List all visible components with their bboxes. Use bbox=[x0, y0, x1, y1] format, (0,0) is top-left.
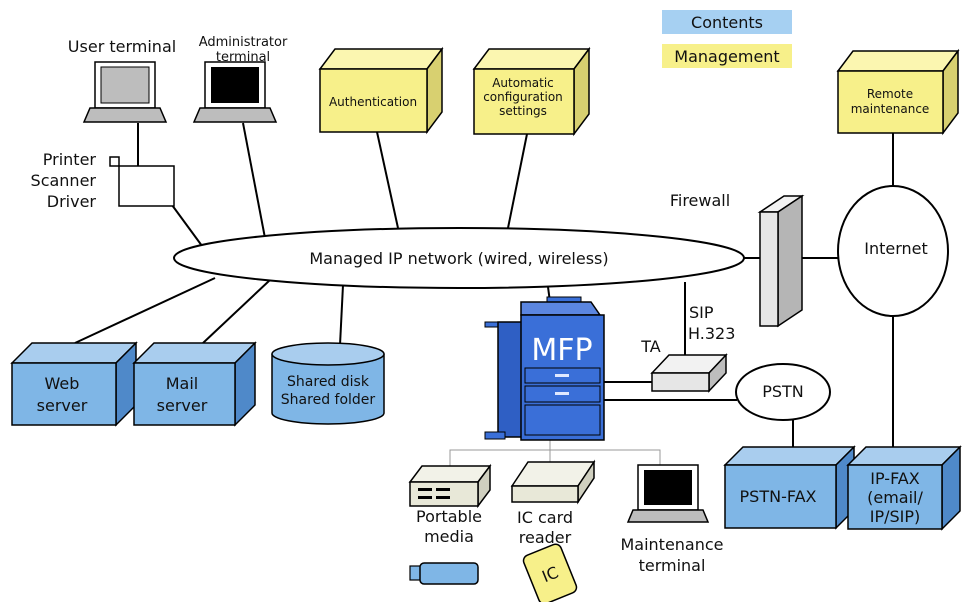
legend-management-label: Management bbox=[674, 47, 779, 66]
driver-label-line3: Driver bbox=[47, 192, 97, 211]
legend: Contents Management bbox=[662, 10, 792, 68]
ta-device bbox=[650, 353, 728, 393]
ip-fax-label-line3: IP/SIP) bbox=[870, 507, 921, 526]
internet-label: Internet bbox=[864, 239, 928, 258]
connection-lines bbox=[74, 122, 894, 448]
ic-card-reader bbox=[510, 459, 596, 505]
authentication-box bbox=[318, 46, 444, 135]
maintenance-terminal-icon bbox=[626, 464, 710, 523]
firewall-icon bbox=[757, 194, 805, 328]
maintenance-terminal-label-line2: terminal bbox=[639, 556, 706, 575]
web-server-box bbox=[10, 341, 138, 427]
mfp-label: MFP bbox=[531, 333, 592, 368]
driver-label-line1: Printer bbox=[43, 150, 97, 169]
ic-card-icon: IC bbox=[522, 543, 578, 605]
autoconfig-box bbox=[472, 46, 591, 137]
mfp-device bbox=[484, 296, 605, 441]
network-label: Managed IP network (wired, wireless) bbox=[309, 249, 608, 268]
ic-card-reader-label-line2: reader bbox=[519, 528, 572, 547]
user-terminal-label: User terminal bbox=[68, 37, 176, 56]
legend-contents-label: Contents bbox=[691, 13, 763, 32]
maintenance-terminal-label-line1: Maintenance bbox=[620, 535, 723, 554]
pstn-cloud bbox=[735, 363, 831, 421]
managed-ip-network bbox=[173, 227, 745, 289]
mail-server-label-line2: server bbox=[157, 396, 208, 415]
legend-contents-swatch bbox=[662, 10, 792, 34]
sip-label-line2: H.323 bbox=[688, 324, 735, 343]
user-terminal-icon bbox=[82, 61, 168, 123]
autoconfig-label-line3: settings bbox=[499, 104, 547, 118]
remote-maintenance-label-line1: Remote bbox=[867, 87, 913, 101]
driver-icon bbox=[109, 156, 175, 207]
ic-card-reader-label-line1: IC card bbox=[517, 508, 573, 527]
web-server-label-line1: Web bbox=[45, 374, 80, 393]
autoconfig-label-line2: configuration bbox=[483, 90, 563, 104]
portable-media-label-line2: media bbox=[424, 527, 474, 546]
mail-server-label-line1: Mail bbox=[166, 374, 199, 393]
sip-label-line1: SIP bbox=[689, 303, 714, 322]
web-server-label-line2: server bbox=[37, 396, 88, 415]
internet-cloud bbox=[837, 185, 949, 317]
admin-terminal-label-line2: terminal bbox=[216, 50, 270, 65]
driver-label-line2: Scanner bbox=[31, 171, 97, 190]
firewall-label: Firewall bbox=[670, 191, 730, 210]
ip-fax-label-line2: (email/ bbox=[867, 488, 923, 507]
legend-management-swatch bbox=[662, 44, 792, 68]
mail-server-box bbox=[132, 341, 257, 427]
admin-terminal-icon bbox=[192, 61, 278, 123]
ta-label: TA bbox=[640, 337, 661, 356]
authentication-label: Authentication bbox=[329, 95, 417, 109]
ip-fax-label-line1: IP-FAX bbox=[870, 469, 919, 488]
portable-media-drive bbox=[408, 463, 492, 509]
shared-disk-label-line1: Shared disk bbox=[287, 374, 370, 390]
shared-disk-label-line2: Shared folder bbox=[281, 392, 376, 408]
admin-terminal-label-line1: Administrator bbox=[199, 35, 288, 50]
autoconfig-label-line1: Automatic bbox=[492, 76, 554, 90]
remote-maintenance-label-line2: maintenance bbox=[851, 102, 930, 116]
ip-fax-box bbox=[846, 445, 962, 531]
remote-maintenance-box bbox=[836, 48, 960, 136]
pstn-fax-label: PSTN-FAX bbox=[740, 487, 817, 506]
shared-disk-cylinder bbox=[271, 342, 385, 425]
ic-card-label: IC bbox=[539, 563, 561, 587]
peripheral-lines bbox=[449, 440, 661, 466]
pstn-label: PSTN bbox=[762, 382, 804, 401]
portable-media-label-line1: Portable bbox=[416, 507, 482, 526]
usb-stick-icon bbox=[409, 562, 479, 585]
